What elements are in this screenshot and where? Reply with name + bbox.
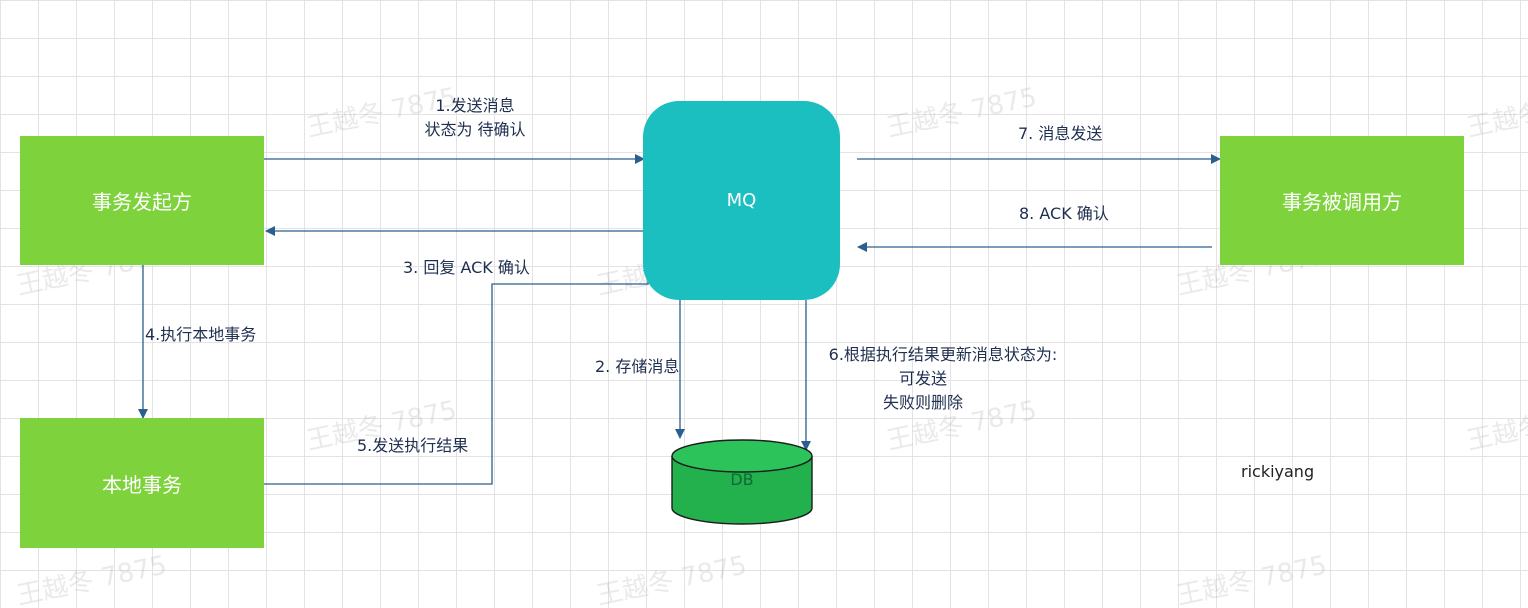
- label-send-result: 5.发送执行结果: [357, 436, 469, 455]
- label-update-status-line1: 6.根据执行结果更新消息状态为:: [828, 345, 1058, 364]
- node-local-transaction: 本地事务: [20, 418, 264, 548]
- label-send-message-line2: 状态为 待确认: [424, 120, 526, 139]
- node-mq: MQ: [643, 101, 840, 300]
- label-send-message: 1.发送消息 状态为 待确认: [385, 94, 565, 142]
- node-transaction-initiator: 事务发起方: [20, 136, 264, 265]
- label-update-status-line2: 可发送: [898, 369, 947, 388]
- label-ack-confirm: 8. ACK 确认: [1019, 204, 1109, 223]
- label-send-message-line1: 1.发送消息: [435, 96, 515, 115]
- node-transaction-callee: 事务被调用方: [1220, 136, 1464, 265]
- db-cylinder: [671, 439, 813, 525]
- label-store-message: 2. 存储消息: [595, 357, 680, 376]
- label-execute-local: 4.执行本地事务: [145, 325, 257, 344]
- label-update-status-line3: 失败则删除: [882, 393, 963, 412]
- node-db-label: DB: [730, 470, 754, 489]
- author-label: rickiyang: [1241, 462, 1315, 481]
- label-deliver-message: 7. 消息发送: [1018, 124, 1103, 143]
- label-update-status: 6.根据执行结果更新消息状态为: 可发送 失败则删除: [798, 343, 1088, 415]
- label-reply-ack: 3. 回复 ACK 确认: [403, 258, 530, 277]
